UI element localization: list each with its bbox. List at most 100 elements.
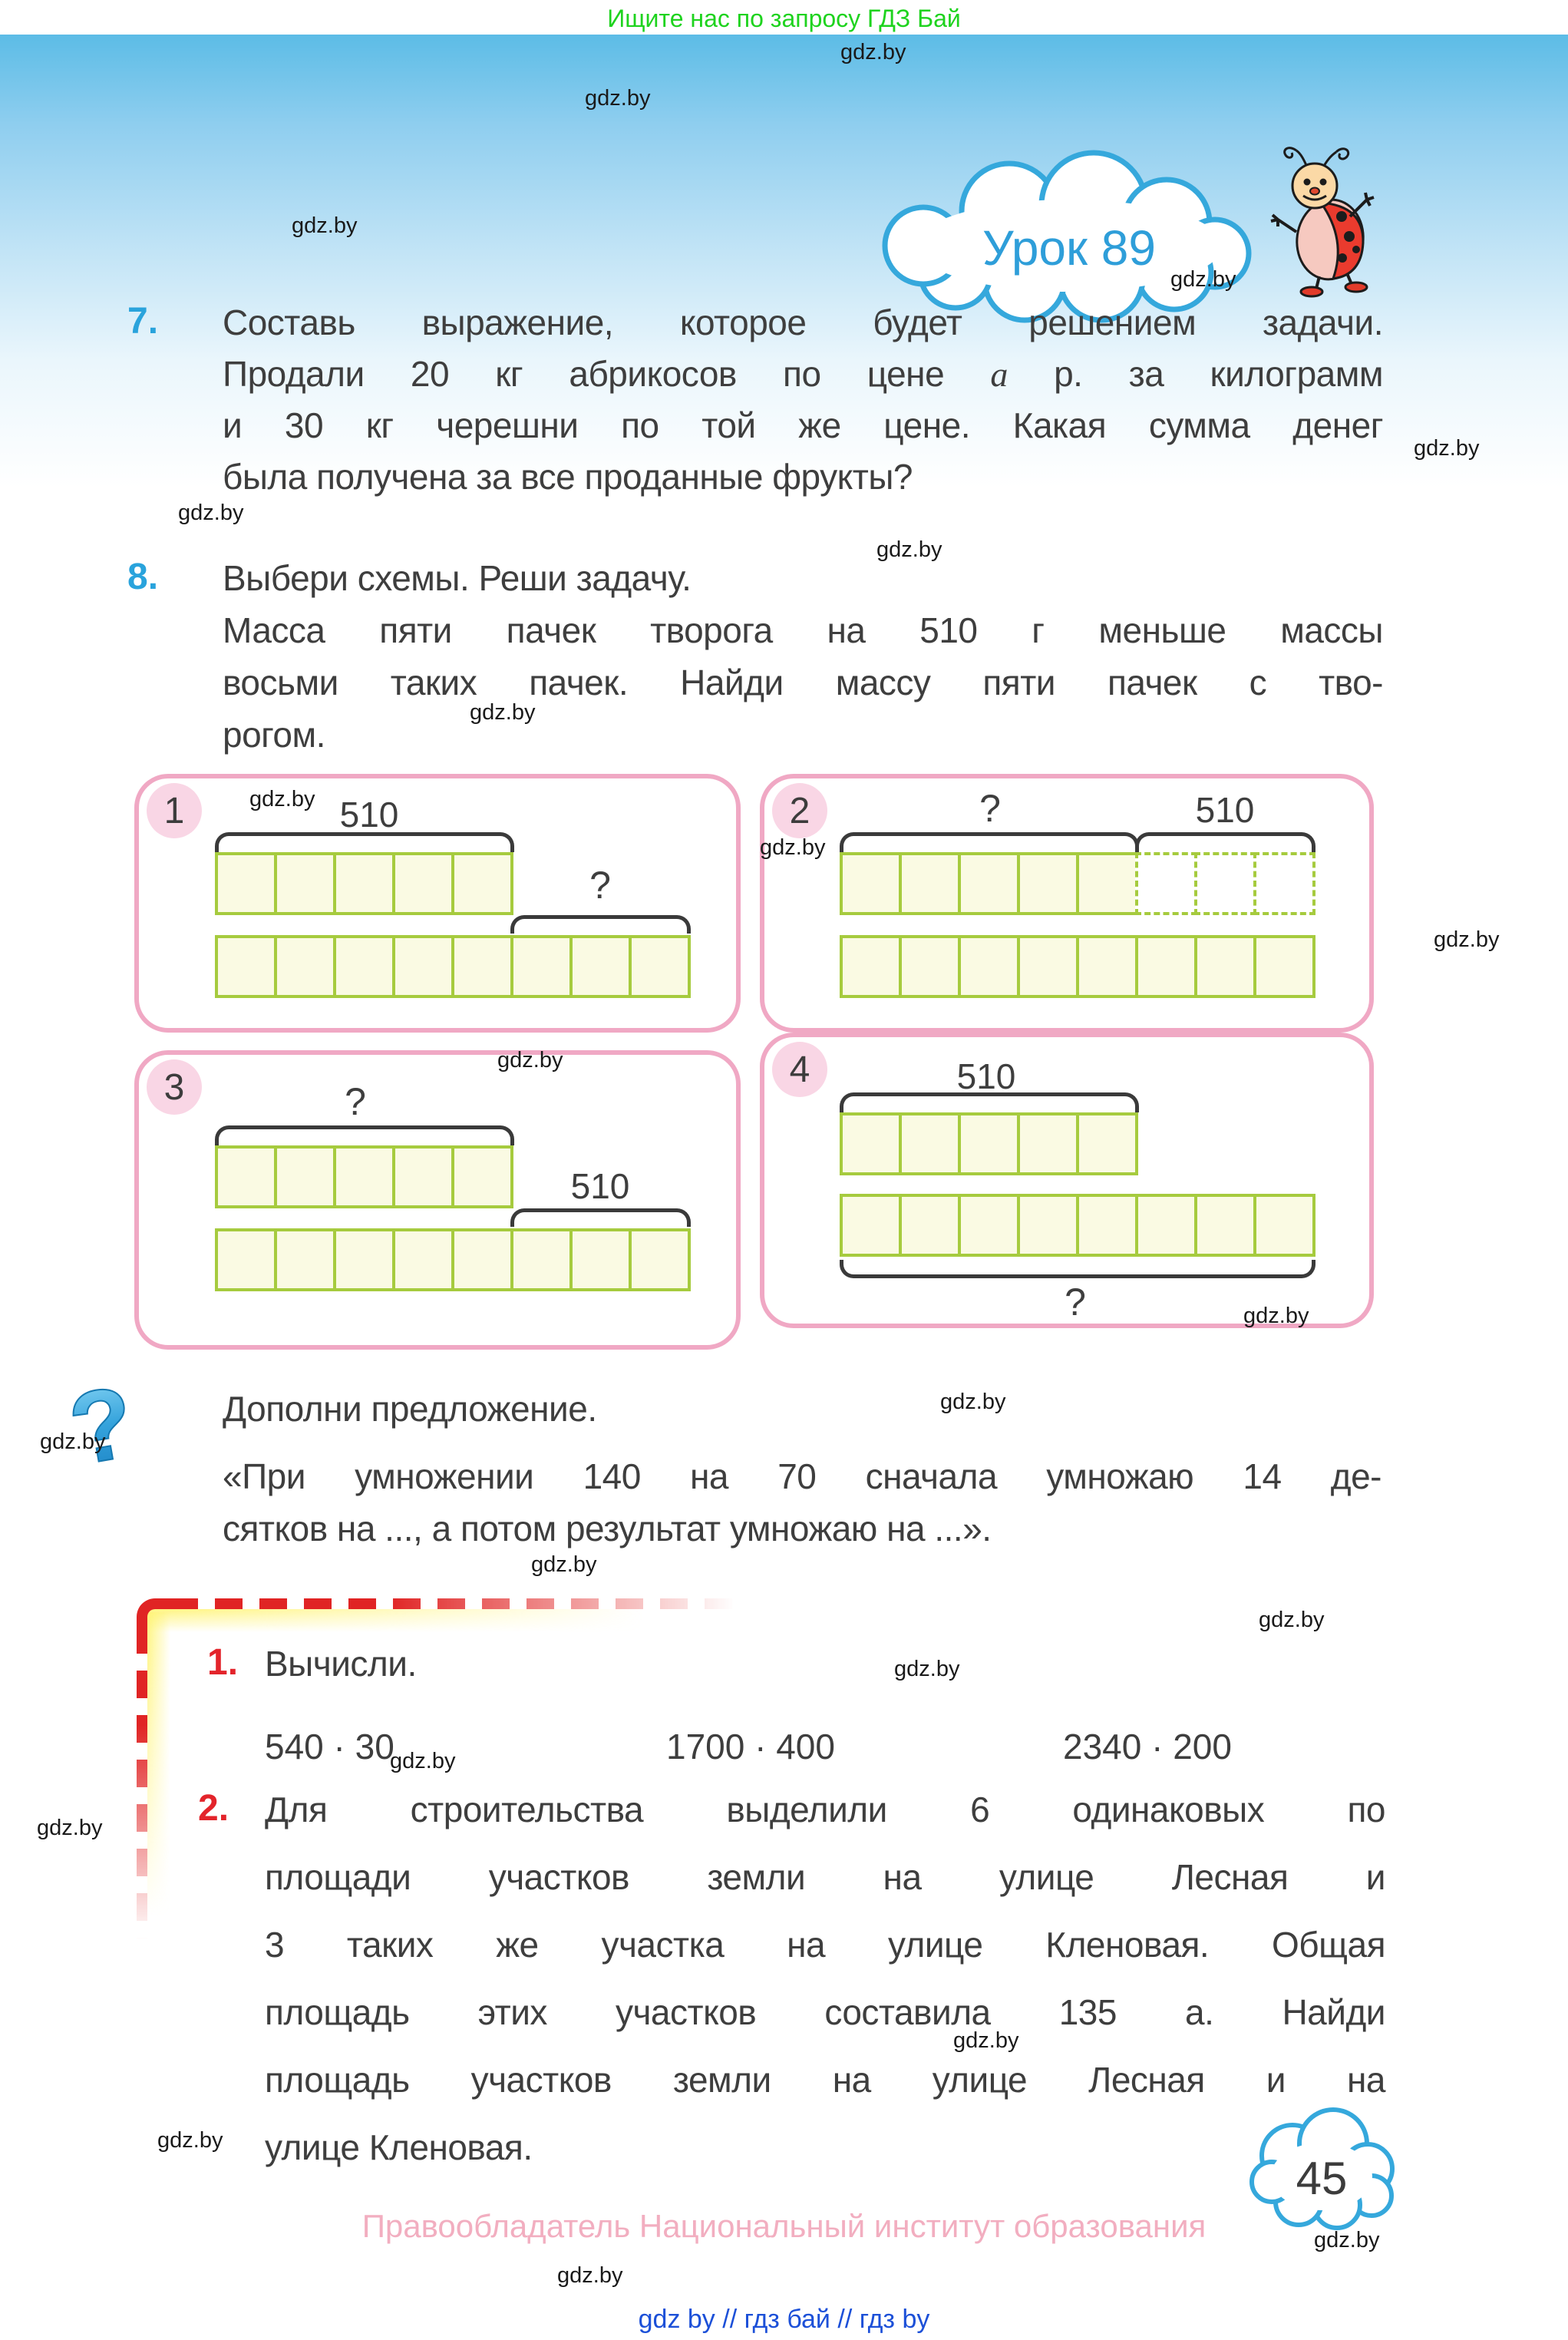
question-mark-icon: ? (61, 1363, 143, 1487)
bar-cell (840, 1112, 902, 1175)
bar-cell (215, 1228, 277, 1291)
question-section-title: Дополни предложение. (223, 1389, 597, 1429)
bar-cell (392, 852, 454, 915)
homework-2-line-3: 3 таких же участка на улице Кленовая. Об… (265, 1925, 1386, 1965)
scheme-2-row-2 (840, 935, 1315, 998)
problem-7-line-2-pre: Продали 20 кг абрикосов по цене (223, 354, 991, 394)
scheme-1-row-1 (215, 852, 513, 915)
watermark: gdz.by (1434, 927, 1500, 952)
homework-frame-glow-top (146, 1609, 698, 1632)
watermark: gdz.by (390, 1749, 456, 1773)
bar-cell (1135, 935, 1197, 998)
scheme-2-question-brace (840, 832, 1139, 852)
scheme-2-value-brace (1135, 832, 1315, 852)
variable-a: a (990, 355, 1008, 394)
watermark: gdz.by (876, 537, 942, 562)
scheme-1-row-2 (215, 935, 691, 998)
bar-cell (1017, 1194, 1079, 1257)
watermark: gdz.by (292, 213, 358, 238)
watermark: gdz.by (1414, 436, 1480, 461)
bar-cell (333, 935, 395, 998)
footer-links[interactable]: gdz by // гдз бай // гдз by (638, 2305, 930, 2334)
problem-8-line-4: рогом. (223, 715, 325, 755)
watermark: gdz.by (760, 835, 826, 860)
scheme-box-4: 4 510 ? (760, 1033, 1374, 1328)
bar-cell (392, 1145, 454, 1208)
problem-8-line-1: Выбери схемы. Реши задачу. (223, 558, 692, 598)
homework-1-number: 1. (207, 1642, 239, 1683)
watermark: gdz.by (470, 700, 536, 725)
bar-cell (333, 852, 395, 915)
bar-cell (629, 1228, 691, 1291)
homework-frame-top-border (170, 1598, 784, 1609)
bar-cell (1194, 1194, 1256, 1257)
watermark: gdz.by (840, 40, 906, 64)
expression-3: 2340 · 200 (1063, 1727, 1232, 1767)
watermark: gdz.by (585, 86, 651, 111)
bar-cell (392, 1228, 454, 1291)
bar-cell (569, 1228, 632, 1291)
homework-2-line-6: улице Кленовая. (265, 2127, 533, 2167)
expression-1: 540 · 30 (265, 1727, 394, 1767)
lesson-cloud: Урок 89 (882, 150, 1252, 323)
page-number: 45 (1296, 2153, 1348, 2204)
bar-cell (1017, 1112, 1079, 1175)
bar-cell (451, 1145, 513, 1208)
scheme-4-top-brace (840, 1092, 1139, 1112)
watermark: gdz.by (40, 1429, 106, 1454)
bar-cell (1017, 935, 1079, 998)
bar-cell (899, 1194, 961, 1257)
bar-cell (333, 1145, 395, 1208)
question-section-line-1: «При умножении 140 на 70 сначала умножаю… (223, 1456, 1382, 1496)
promo-banner: Ищите нас по запросу ГДЗ Бай (607, 5, 961, 32)
bar-cell (840, 852, 902, 915)
problem-7-line-1: Составь выражение, которое будет решение… (223, 302, 1384, 342)
watermark: gdz.by (178, 501, 244, 525)
watermark: gdz.by (1259, 1608, 1325, 1632)
bar-cell (1194, 852, 1256, 915)
scheme-3-value-label: 510 (570, 1166, 630, 1206)
scheme-3-part-brace (510, 1208, 691, 1227)
bar-cell (392, 935, 454, 998)
problem-7-line-3: и 30 кг черешни по той же цене. Какая су… (223, 405, 1384, 445)
bar-cell (840, 1194, 902, 1257)
bar-cell (215, 1145, 277, 1208)
scheme-1-question-label: ? (589, 864, 611, 907)
homework-2-number: 2. (198, 1788, 229, 1829)
bar-cell (1253, 935, 1315, 998)
watermark: gdz.by (557, 2263, 623, 2288)
bar-cell (451, 935, 513, 998)
bar-cell (215, 935, 277, 998)
bar-cell (840, 935, 902, 998)
scheme-4-row-1 (840, 1112, 1138, 1175)
problem-7-line-2: Продали 20 кг абрикосов по цене a р. за … (223, 353, 1384, 395)
problem-8-line-2: Масса пяти пачек творога на 510 г меньше… (223, 610, 1384, 650)
watermark: gdz.by (940, 1390, 1006, 1414)
bar-cell (1076, 1112, 1138, 1175)
scheme-2-value-label: 510 (1195, 790, 1255, 830)
bar-cell (1076, 1194, 1138, 1257)
bar-cell (629, 935, 691, 998)
svg-text:?: ? (61, 1364, 142, 1486)
scheme-2-question-label: ? (979, 787, 1001, 830)
scheme-3-question-label: ? (345, 1080, 366, 1123)
bar-cell (510, 1228, 573, 1291)
problem-7-line-4: была получена за все проданные фрукты? (223, 457, 913, 497)
lesson-cloud-label: Урок 89 (982, 220, 1156, 276)
scheme-box-3: 3 ? 510 (134, 1050, 741, 1350)
problem-7-number: 7. (127, 301, 159, 342)
bar-cell (274, 1228, 336, 1291)
bar-cell (958, 1194, 1020, 1257)
scheme-1-part-brace (510, 915, 691, 934)
bar-cell (451, 1228, 513, 1291)
scheme-4-row-2 (840, 1194, 1315, 1257)
bar-cell (274, 1145, 336, 1208)
bar-cell (958, 1112, 1020, 1175)
problem-8-number: 8. (127, 557, 159, 597)
scheme-2-row-1 (840, 852, 1315, 915)
bar-cell (958, 935, 1020, 998)
bar-cell (510, 935, 573, 998)
homework-frame-glow-left (147, 1612, 170, 1942)
scheme-3-badge: 3 (147, 1059, 202, 1115)
bar-cell (274, 935, 336, 998)
